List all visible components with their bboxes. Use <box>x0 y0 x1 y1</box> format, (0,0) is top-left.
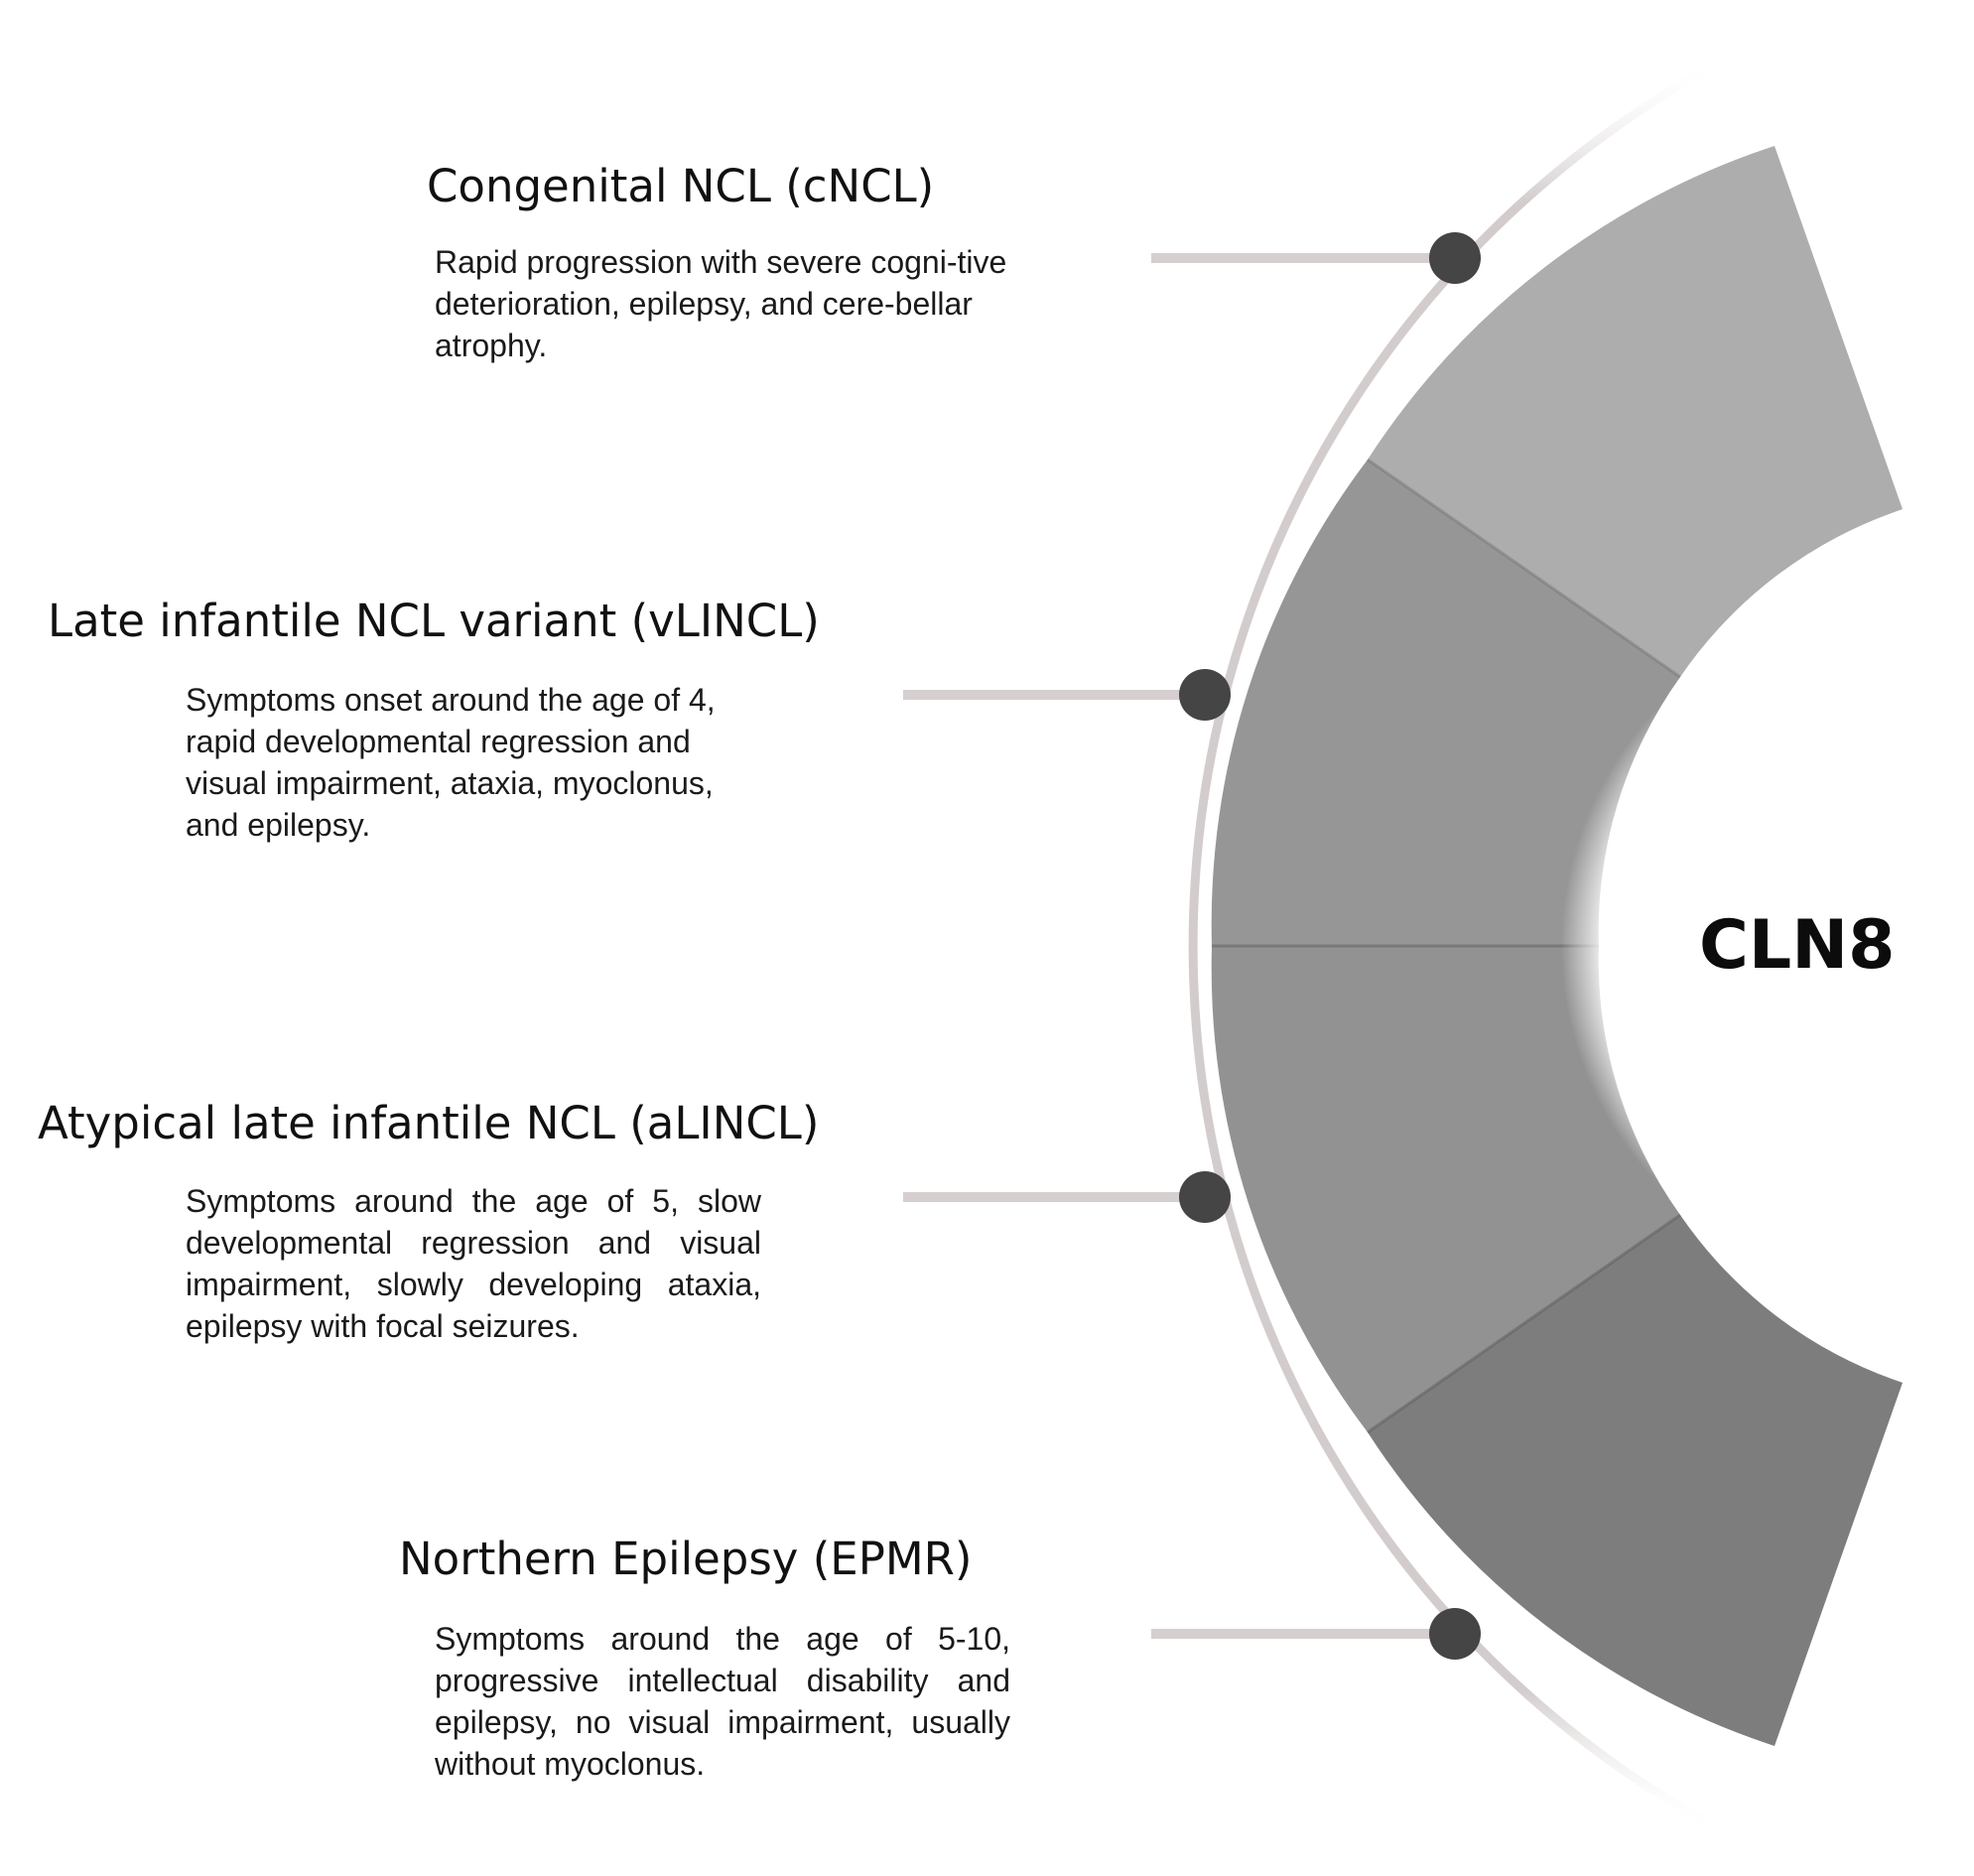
ring-segment-2 <box>1211 460 1680 946</box>
segment-seam-1 <box>1367 458 1681 679</box>
category-title-vlincl: Late infantile NCL variant (vLINCL) <box>48 595 820 647</box>
category-title-alincl: Atypical late infantile NCL (aLINCL) <box>38 1097 820 1149</box>
ring-segment-1 <box>1368 146 1903 677</box>
connector-dot-2 <box>1179 669 1231 721</box>
segment-seam-3 <box>1367 1213 1681 1434</box>
connector-line-1 <box>1151 253 1455 263</box>
connector-dot-1 <box>1429 232 1481 284</box>
center-gene-label: CLN8 <box>1699 906 1896 985</box>
category-title-cncl: Congenital NCL (cNCL) <box>427 160 935 212</box>
center-hole <box>1561 603 1974 1288</box>
connector-line-3 <box>903 1192 1205 1202</box>
ring-segment-3 <box>1211 946 1680 1432</box>
category-description-cncl: Rapid progression with severe cogni-tive… <box>435 244 1007 363</box>
connector-dot-3 <box>1179 1171 1231 1223</box>
ring-segment-4 <box>1368 1215 1903 1746</box>
category-description-vlincl: Symptoms onset around the age of 4, rapi… <box>186 682 716 843</box>
category-description-alincl: Symptoms around the age of 5, slow devel… <box>186 1183 761 1344</box>
connector-dot-4 <box>1429 1608 1481 1660</box>
category-description-epmr: Symptoms around the age of 5-10, progres… <box>435 1621 1010 1782</box>
category-title-epmr: Northern Epilepsy (EPMR) <box>399 1533 973 1585</box>
connector-line-2 <box>903 690 1205 700</box>
connector-line-4 <box>1151 1629 1455 1639</box>
